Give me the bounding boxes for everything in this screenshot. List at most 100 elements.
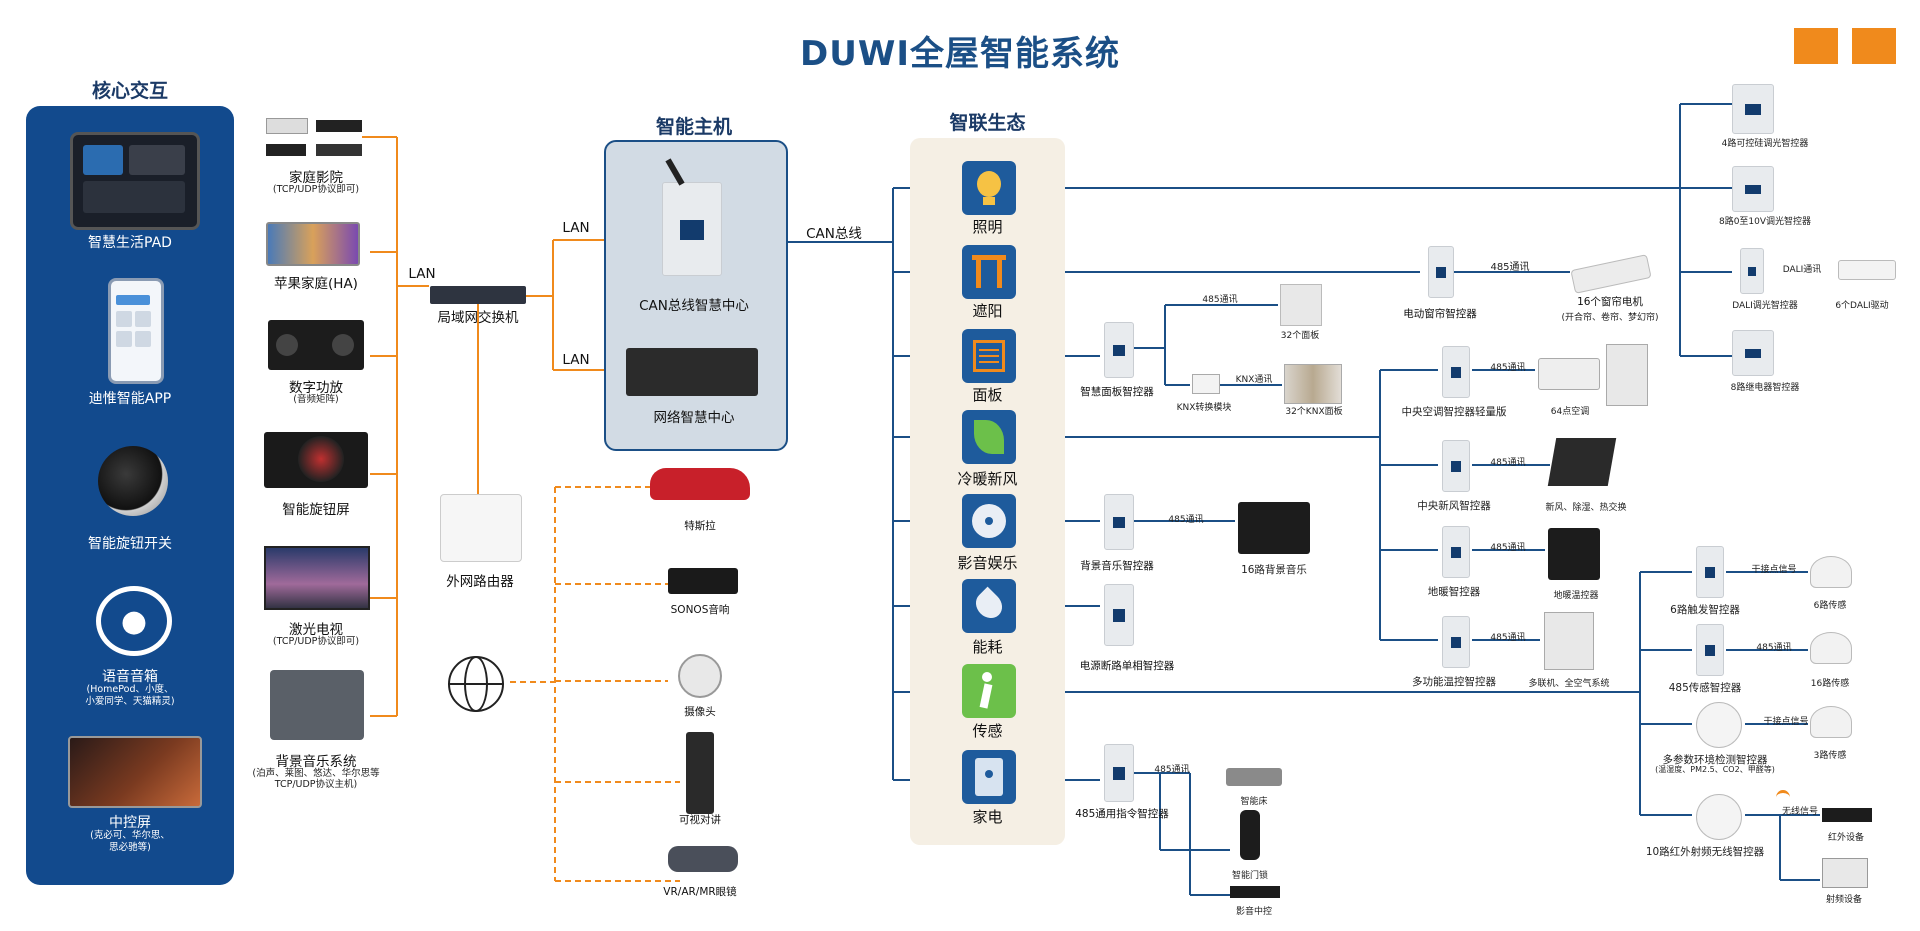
knob-screen-image [264,432,368,488]
core-item-label: 语音音箱 [102,669,158,685]
panel-comm: 485通讯 [1202,295,1238,305]
curtain-controller [1428,246,1454,298]
eco-item-label: 冷暖新风 [957,470,1018,488]
phone-image [108,278,164,384]
device-label: 苹果家庭(HA) [274,276,358,292]
hvac-comm: 485通讯 [1490,543,1526,553]
can-bus-label: CAN总线 [806,226,862,242]
curtain-motor-sub: (开合帘、卷帘、梦幻帘) [1561,313,1659,323]
brand-square [1794,28,1838,64]
sensor-controller-label: 10路红外射频无线智控器 [1645,846,1765,858]
leaf-icon [962,410,1016,464]
music-host-image [270,670,364,740]
tesla-image [650,468,750,500]
external-label: 可视对讲 [679,814,721,826]
core-title: 核心交互 [91,80,168,102]
switch-image [430,286,526,304]
core-item-label: 智能旋钮开关 [88,536,172,552]
lighting-label: 4路可控硅调光智控器 [1721,139,1809,149]
lan-label: LAN [408,266,436,282]
bed-image [1226,768,1282,786]
appliance-icon [962,750,1016,804]
ac-gateway-image [1538,358,1600,390]
panel-controller-label: 智慧面板智控器 [1080,386,1154,398]
panel-image [1280,284,1322,326]
globe-icon [448,656,504,712]
device-label: 家庭影院 [289,170,343,186]
can-hub-image [662,182,722,276]
brand-square [1852,28,1896,64]
appliance-controller [1104,744,1134,802]
device-label: 激光电视 [289,622,343,638]
bulb-icon [962,161,1016,215]
device-label: 智能旋钮屏 [282,502,350,518]
lan-label: LAN [562,352,590,368]
sensor-comm: 干接点信号 [1751,565,1797,575]
knx-comm: KNX通讯 [1235,375,1273,385]
hvac-controller-label: 多功能温控智控器 [1412,676,1496,688]
device-sub: (TCP/UDP协议即可) [272,636,360,647]
hvac-comm: 485通讯 [1490,458,1526,468]
hvac-controller-label: 中央新风智控器 [1417,500,1491,512]
relay-module [1732,330,1774,376]
net-hub-label: 网络智慧中心 [653,410,735,426]
appliance-lock-label: 智能门锁 [1231,871,1268,881]
fresh-air-image [1547,438,1617,486]
av-center-image [1230,886,1280,898]
appliance-comm: 485通讯 [1154,765,1190,775]
knx-module-label: KNX转换模块 [1176,403,1232,413]
core-item-label: 迪惟智能APP [88,391,172,407]
music-panel-image [1238,502,1310,554]
core-item-sub: (克必可、华尔思、 思必驰等) [90,830,170,853]
amp-image [316,144,362,156]
hvac-controller [1442,526,1470,578]
projector-image [266,118,308,134]
control-screen-image [68,736,202,808]
ir-controller-image [1696,794,1742,840]
device-sub: (TCP/UDP协议即可) [272,184,360,195]
player-image [316,120,362,132]
rf-device-image [1822,858,1868,888]
amplifier-image [268,320,364,370]
sensor-device-label: 6路传感 [1813,601,1847,611]
sensor-comm: 485通讯 [1756,643,1792,653]
motion-icon [962,664,1016,718]
eco-item-label: 影音娱乐 [957,554,1018,572]
knx-panel-image [1284,364,1342,404]
ac-unit-image [1606,344,1648,406]
av-controller [1104,494,1134,550]
lan-label: LAN [562,220,590,236]
curtain-comm: 485通讯 [1490,262,1530,273]
eco-item-label: 传感 [972,722,1003,740]
host-title: 智能主机 [655,116,732,138]
energy-controller-label: 电源断路单相智控器 [1079,660,1175,672]
hvac-device-label: 地暖温控器 [1553,591,1599,601]
core-item-label: 中控屏 [109,815,151,831]
apple-icon: ● [96,586,172,656]
speaker-icon [962,494,1016,548]
sensor-image [1810,632,1852,664]
appliance-bed-label: 智能床 [1240,797,1268,807]
panel-count-label: 32个面板 [1280,331,1320,341]
wifi-icon [1776,790,1790,805]
sensor-device-label: 3路传感 [1813,751,1847,761]
energy-controller [1104,584,1134,646]
hvac-controller [1442,616,1470,668]
lighting-label: 8路0至10V调光智控器 [1718,217,1812,227]
hvac-device-label: 新风、除湿、热交换 [1545,503,1627,513]
laser-tv-image [264,546,370,610]
curtain-motor-label: 16个窗帘电机 [1577,296,1643,308]
page-title: DUWI全屋智能系统 [800,34,1120,74]
external-label: 特斯拉 [684,520,716,532]
av-comm: 485通讯 [1168,515,1204,525]
thermostat-image [1548,528,1600,580]
device-sub: (音频矩阵) [293,394,339,405]
knx-module-image [1192,374,1220,394]
dimmer-module [1732,166,1774,212]
sensor-device1-label: 红外设备 [1827,833,1864,843]
device-label: 数字功放 [289,380,343,396]
knob-image [98,446,168,516]
can-hub-label: CAN总线智慧中心 [639,298,749,314]
dimmer-module [1732,84,1774,134]
dali-driver-image [1838,260,1896,280]
